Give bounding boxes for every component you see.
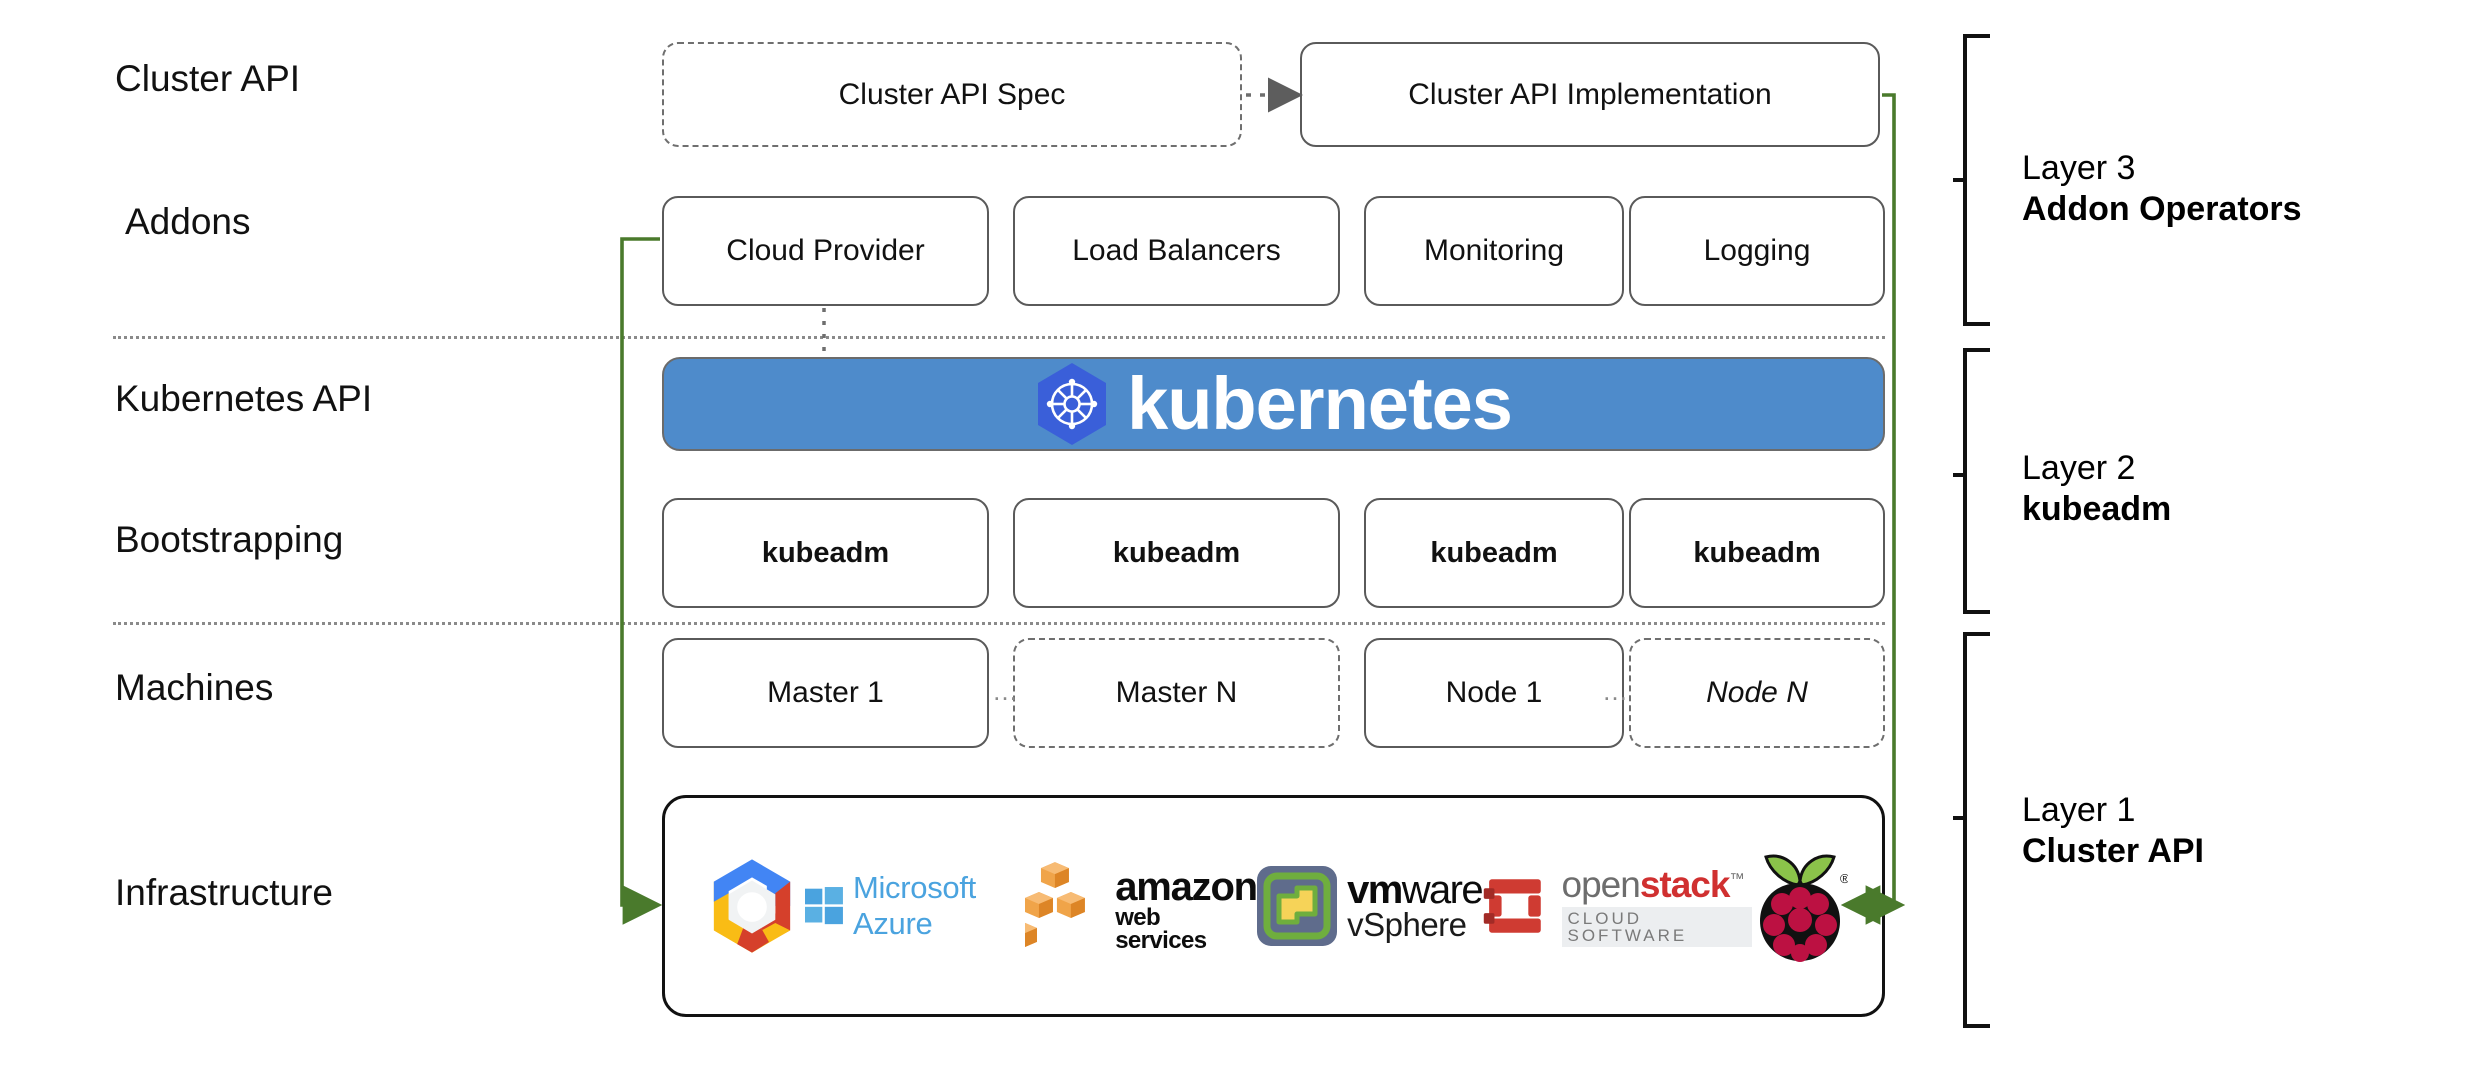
- machines-ellipsis-1: …: [992, 676, 1021, 706]
- row-label-addons: Addons: [125, 201, 251, 242]
- addon-label-cloud-provider: Cloud Provider: [726, 234, 925, 267]
- aws-label-amazon: amazon: [1115, 864, 1258, 909]
- layer-2-bracket: [1953, 348, 1990, 614]
- machine-label-node-1: Node 1: [1445, 676, 1543, 709]
- addon-box-logging[interactable]: Logging: [1629, 196, 1885, 306]
- google-cloud-platform-icon: [699, 853, 805, 959]
- addon-label-load-balancers: Load Balancers: [1072, 234, 1281, 267]
- vmware-label-ware: ware: [1401, 868, 1484, 913]
- bootstrap-label-1: kubeadm: [761, 536, 890, 569]
- addon-box-monitoring[interactable]: Monitoring: [1364, 196, 1624, 306]
- addon-box-cloud-provider[interactable]: Cloud Provider: [662, 196, 989, 306]
- addon-box-load-balancers[interactable]: Load Balancers: [1013, 196, 1340, 306]
- machine-label-master-n: Master N: [1115, 676, 1238, 709]
- layer-3-bracket: [1953, 34, 1990, 326]
- infrastructure-box[interactable]: Microsoft Azure: [662, 795, 1885, 1017]
- layer-3-title: Layer 3: [2022, 149, 2136, 187]
- bootstrap-box-1[interactable]: kubeadm: [662, 498, 989, 608]
- layer-3-label: Layer 3 Addon Operators: [2022, 148, 2302, 231]
- openstack-label-open: open: [1561, 863, 1641, 905]
- layer-2-label: Layer 2 kubeadm: [2022, 448, 2171, 531]
- layer-2-title: Layer 2: [2022, 449, 2136, 487]
- row-label-bootstrapping: Bootstrapping: [115, 519, 344, 560]
- layer-1-subtitle: Cluster API: [2022, 832, 2205, 871]
- row-label-machines: Machines: [115, 667, 274, 708]
- row-label-cluster-api: Cluster API: [115, 58, 301, 99]
- raspberry-pi-icon: ®: [1752, 849, 1848, 963]
- vmware-label-vm: vm: [1347, 868, 1403, 913]
- svg-text:®: ®: [1840, 871, 1848, 886]
- layer-1-title: Layer 1: [2022, 791, 2136, 829]
- kubernetes-helm-wheel-icon: [1035, 362, 1109, 446]
- machines-ellipsis-2: …: [1602, 676, 1631, 706]
- separator-bootstrapping-machines: [113, 622, 1885, 625]
- microsoft-azure-icon: Microsoft Azure: [805, 870, 1025, 942]
- bootstrap-label-2: kubeadm: [1112, 536, 1241, 569]
- openstack-icon: openstack™ CLOUD SOFTWARE: [1482, 866, 1752, 947]
- cluster-api-implementation-box[interactable]: Cluster API Implementation: [1300, 42, 1880, 147]
- aws-label-web-services: web services: [1115, 903, 1207, 954]
- row-label-kubernetes-api: Kubernetes API: [115, 378, 373, 419]
- machine-box-master-1[interactable]: Master 1: [662, 638, 989, 748]
- kubernetes-wordmark: kubernetes: [1127, 362, 1513, 445]
- layer-1-bracket: [1953, 632, 1990, 1028]
- machine-label-master-1: Master 1: [767, 676, 884, 709]
- layer-2-subtitle: kubeadm: [2022, 490, 2172, 529]
- bootstrap-label-4: kubeadm: [1693, 536, 1821, 569]
- openstack-label-cloud-software: CLOUD SOFTWARE: [1561, 906, 1752, 947]
- bootstrap-label-3: kubeadm: [1430, 536, 1558, 569]
- machine-box-node-n[interactable]: Node N: [1629, 638, 1885, 748]
- vmware-label-vsphere: vSphere: [1347, 906, 1467, 944]
- row-label-infrastructure: Infrastructure: [115, 872, 333, 913]
- layer-1-label: Layer 1 Cluster API: [2022, 790, 2204, 873]
- addon-label-logging: Logging: [1703, 234, 1811, 267]
- machine-box-master-n[interactable]: Master N: [1013, 638, 1340, 748]
- cluster-api-spec-box[interactable]: Cluster API Spec: [662, 42, 1242, 147]
- machine-label-node-n: Node N: [1706, 676, 1808, 709]
- vmware-vsphere-icon: vmware vSphere: [1257, 866, 1484, 946]
- cluster-api-implementation-label: Cluster API Implementation: [1408, 77, 1772, 111]
- bootstrap-box-4[interactable]: kubeadm: [1629, 498, 1885, 608]
- bootstrap-box-3[interactable]: kubeadm: [1364, 498, 1624, 608]
- amazon-web-services-icon: amazon web services: [1025, 860, 1258, 954]
- openstack-trademark: ™: [1729, 870, 1744, 888]
- bootstrap-box-2[interactable]: kubeadm: [1013, 498, 1340, 608]
- separator-addons-kubernetes: [113, 336, 1885, 339]
- layer-3-subtitle: Addon Operators: [2022, 190, 2302, 229]
- kubernetes-banner[interactable]: kubernetes: [662, 357, 1885, 451]
- openstack-label-stack: stack: [1639, 863, 1731, 905]
- cluster-api-spec-label: Cluster API Spec: [838, 77, 1066, 111]
- addon-label-monitoring: Monitoring: [1423, 234, 1565, 267]
- machine-box-node-1[interactable]: Node 1: [1364, 638, 1624, 748]
- microsoft-azure-label: Microsoft Azure: [852, 870, 976, 941]
